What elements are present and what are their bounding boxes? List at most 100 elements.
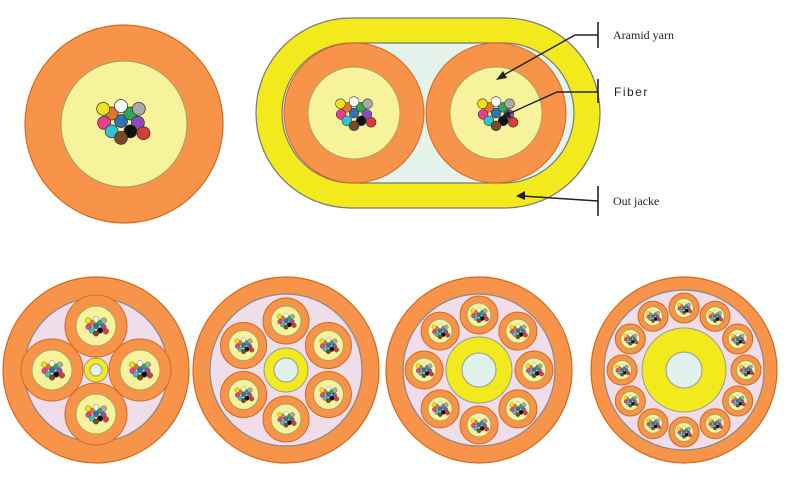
fiber-strand	[623, 333, 628, 338]
fiber-strand	[418, 371, 424, 376]
fiber-strand	[651, 421, 655, 426]
fiber-strand	[104, 124, 119, 139]
fiber-strand	[628, 403, 633, 408]
fiber-strand	[735, 333, 740, 337]
fiber-strand	[620, 364, 624, 368]
fiber-strand	[129, 361, 136, 368]
fiber-strand	[102, 416, 109, 423]
fiber-strand	[280, 322, 286, 328]
fiber-bundle	[470, 307, 489, 323]
fiber-strand	[41, 361, 48, 368]
fiber-strand	[738, 339, 743, 344]
fiber-strand	[289, 314, 295, 320]
fiber-strand	[628, 341, 633, 346]
fiber-strand	[445, 410, 450, 416]
fiber-strand	[431, 402, 437, 408]
fiber-strand	[646, 418, 651, 423]
fiber-strand	[58, 372, 65, 379]
fiber-strand	[682, 306, 686, 310]
breakout-cable-12	[590, 276, 778, 464]
fiber-bundle	[708, 310, 723, 323]
fiber-strand	[146, 372, 153, 379]
breakout-cable-6	[192, 276, 380, 464]
fiber-strand	[237, 346, 243, 352]
fiber-strand	[283, 318, 289, 324]
fiber-strand	[241, 398, 247, 404]
fiber-strand	[479, 316, 485, 321]
aramid-label: Aramid yarn	[613, 28, 674, 42]
fiber-bundle	[96, 99, 151, 145]
fiber-strand	[713, 314, 717, 319]
fiber-strand	[131, 101, 146, 116]
fiber-strand	[490, 120, 502, 132]
fiber-strand	[92, 404, 100, 411]
fiber-strand	[521, 402, 527, 408]
subunit	[498, 389, 538, 429]
fiber-bundle	[415, 362, 434, 378]
fiber-strand	[421, 362, 427, 368]
fiber-bundle	[623, 333, 639, 346]
fiber-strand	[85, 405, 92, 412]
fiber-strand	[688, 309, 692, 314]
fiber-strand	[277, 412, 283, 418]
fiber-strand	[512, 410, 518, 415]
fiber-bundle	[677, 426, 692, 439]
subunit	[304, 322, 352, 369]
fiber-strand	[241, 349, 247, 355]
fiber-strand	[348, 96, 360, 107]
fiber-strand	[653, 317, 658, 321]
fiber-strand	[735, 341, 740, 346]
fiber-strand	[512, 332, 518, 337]
fiber-strand	[421, 367, 427, 373]
aramid-arrowhead	[496, 71, 507, 80]
fiber-strand	[537, 363, 543, 369]
fiber-strand	[44, 371, 51, 378]
fiber-strand	[750, 371, 754, 376]
aramid-leader-line	[499, 34, 598, 78]
fiber-strand	[424, 371, 430, 376]
fiber-strand	[114, 114, 128, 128]
fiber-strand	[443, 402, 449, 408]
breakout-cable-8	[385, 276, 573, 464]
fiber-strand	[518, 410, 524, 415]
fiber-strand	[88, 327, 95, 334]
fiber-strand	[515, 406, 521, 412]
subunit	[220, 371, 268, 418]
fiber-strand	[334, 396, 340, 402]
fiber-strand	[484, 426, 489, 432]
fiber-strand	[682, 426, 686, 430]
fiber-strand	[515, 412, 521, 417]
fiber-strand	[504, 98, 515, 109]
fiber-strand	[628, 337, 633, 341]
fiber-strand	[651, 417, 655, 422]
fiber-strand	[479, 426, 485, 431]
fiber-strand	[708, 311, 713, 315]
fiber-strand	[476, 318, 482, 323]
fiber-strand	[97, 327, 104, 334]
fiber-strand	[515, 401, 521, 407]
fiber-strand	[651, 314, 655, 319]
fiber-strand	[325, 349, 331, 355]
fiber-strand	[713, 426, 717, 431]
fiber-strand	[528, 371, 534, 376]
fiber-strand	[476, 428, 482, 433]
fiber-strand	[241, 343, 247, 348]
fiber-strand	[677, 426, 682, 431]
subunit	[262, 297, 310, 345]
fiber-strand	[710, 317, 715, 321]
fiber-strand	[679, 308, 684, 313]
central-core	[89, 363, 103, 377]
fiber-bundle	[234, 386, 255, 404]
fiber-strand	[355, 115, 367, 127]
fiber-strand	[249, 396, 255, 402]
fiber-strand	[114, 99, 128, 113]
fiber-bundle	[477, 96, 519, 132]
fiber-strand	[657, 317, 661, 322]
fiber-bundle	[646, 417, 661, 431]
fiber-strand	[531, 367, 537, 373]
fiber-strand	[348, 107, 360, 119]
fiber-strand	[234, 387, 240, 393]
subunit	[668, 292, 700, 324]
fiber-strand	[518, 332, 524, 337]
